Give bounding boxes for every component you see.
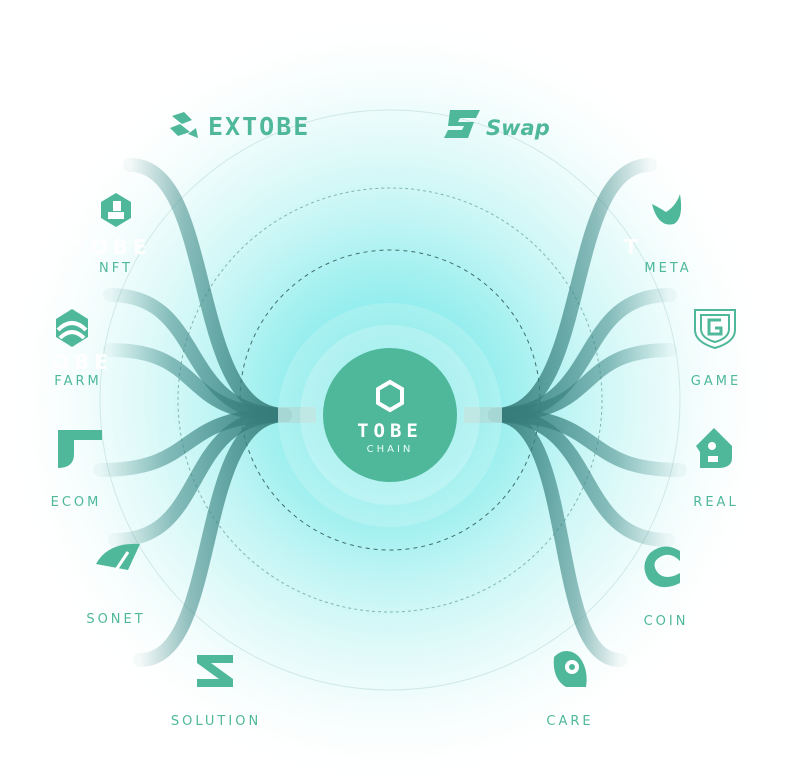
extobe-brand[interactable]: EXTOBE [208,112,311,141]
node-label-real[interactable]: REAL [693,495,739,510]
real-icon [696,428,732,468]
farm-watermark: OBE [52,350,113,374]
game-icon [694,309,736,350]
node-label-care[interactable]: CARE [546,714,594,729]
left-connector [278,407,316,423]
care-icon [553,651,587,687]
left-connection-lines [93,158,292,667]
extobe-logo-icon [170,112,198,138]
meta-watermark: T [624,235,643,259]
right-connection-line [488,408,675,547]
swap-brand[interactable]: Swap [486,116,550,140]
center-subtitle: CHAIN [366,444,414,455]
center-title: TOBE [357,420,423,442]
node-label-sonet[interactable]: SONET [86,612,146,627]
nft-watermark: TOBE [72,235,152,259]
node-label-game[interactable]: GAME [690,374,742,389]
meta-icon [652,194,682,225]
farm-icon [56,309,88,347]
right-connection-line [488,158,657,422]
node-label-coin[interactable]: COIN [643,614,689,629]
sonet-icon [96,543,140,571]
right-connection-line [488,408,627,667]
middle-ring [177,187,603,613]
node-label-solution[interactable]: SOLUTION [170,714,262,729]
left-connection-line [123,158,292,422]
coin-icon [644,546,680,588]
node-label-farm[interactable]: FARM [54,374,102,389]
node-label-nft[interactable]: NFT [99,261,133,276]
node-label-ecom[interactable]: ECOM [50,495,102,510]
ecom-icon [58,430,102,468]
center-node[interactable] [323,348,457,482]
solution-icon [197,655,233,687]
right-connector [464,407,502,423]
outer-ring [99,109,681,691]
tobe-logo-icon [376,379,404,413]
swap-logo-icon [444,110,480,138]
nft-icon [101,193,131,227]
node-label-meta[interactable]: META [644,261,692,276]
left-connection-line [133,408,292,667]
right-connection-lines [488,158,687,667]
